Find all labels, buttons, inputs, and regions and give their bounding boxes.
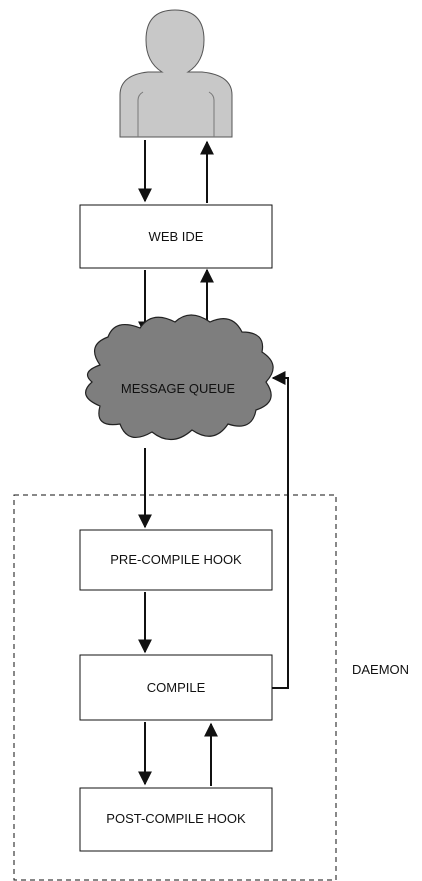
arrow-compile-to-queue xyxy=(271,371,289,689)
post-compile-hook-label: POST-COMPILE HOOK xyxy=(106,811,246,826)
compile-label: COMPILE xyxy=(147,680,206,695)
pre-compile-hook-box: PRE-COMPILE HOOK xyxy=(79,529,273,591)
message-queue-cloud: MESSAGE QUEUE xyxy=(85,314,274,441)
post-compile-hook-box: POST-COMPILE HOOK xyxy=(79,787,273,852)
pre-compile-hook-label: PRE-COMPILE HOOK xyxy=(110,552,242,567)
daemon-label: DAEMON xyxy=(352,662,409,677)
message-queue-label: MESSAGE QUEUE xyxy=(121,381,235,396)
compile-box: COMPILE xyxy=(79,654,273,721)
daemon-group-border xyxy=(13,494,337,881)
person-icon xyxy=(119,9,233,138)
web-ide-label: WEB IDE xyxy=(149,229,204,244)
web-ide-box: WEB IDE xyxy=(79,204,273,269)
